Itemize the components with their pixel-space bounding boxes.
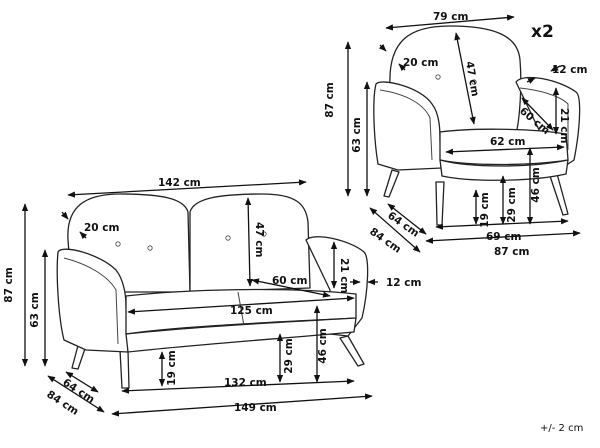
armchair-leg-height-label: 19 cm	[479, 192, 491, 227]
armchair-left-arm	[373, 81, 443, 171]
armchair-arm-width-label: 12 cm	[552, 64, 587, 76]
sofa-width-top-label: 142 cm	[158, 177, 201, 189]
tolerance-note: +/- 2 cm	[540, 423, 583, 434]
armchair-base	[439, 159, 569, 181]
sofa-total-height-label: 87 cm	[3, 267, 15, 302]
sofa-button	[225, 235, 231, 241]
sofa-seat-depth-label: 60 cm	[272, 275, 307, 287]
armchair-seat-cushion-label: 29 cm	[506, 187, 518, 222]
sofa-button	[115, 241, 121, 247]
armchair-total-width-label: 87 cm	[494, 246, 529, 258]
armchair-seat-width-label: 62 cm	[490, 136, 525, 148]
armchair-seat-height-label: 46 cm	[530, 167, 542, 202]
armchair-arm-height-label: 21 cm	[558, 108, 570, 143]
armchair-corner-radius-label: 20 cm	[403, 57, 438, 69]
sofa-leg	[119, 349, 130, 389]
armchair-leg	[435, 181, 445, 226]
armchair-button	[435, 74, 441, 80]
sofa-button	[147, 245, 153, 251]
quantity-label: x2	[531, 22, 554, 42]
sofa-leg-height-label: 19 cm	[166, 350, 178, 385]
sofa-arm-top-height-label: 63 cm	[29, 292, 41, 327]
sofa-arm-height-label: 21 cm	[338, 258, 350, 293]
armchair-total-height-label: 87 cm	[324, 82, 336, 117]
sofa-base	[125, 317, 357, 353]
sofa-seat-width-label: 125 cm	[230, 305, 273, 317]
armchair-width-top-label: 79 cm	[433, 11, 468, 23]
sofa-seat-height-label: 46 cm	[317, 328, 329, 363]
sofa-total-width-label: 149 cm	[234, 402, 277, 414]
armchair-arm-top-height-label: 63 cm	[351, 117, 363, 152]
sofa-button	[261, 231, 267, 237]
armchair-inner-depth-label: 64 cm	[385, 210, 421, 240]
sofa-back-height-label: 47 cm	[253, 222, 265, 257]
armchair-leg	[383, 169, 400, 198]
armchair-total-depth-label: 84 cm	[367, 226, 403, 256]
sofa-corner-radius-label: 20 cm	[84, 222, 119, 234]
sofa-leg	[339, 335, 365, 367]
sofa-leg-width-label: 132 cm	[224, 377, 267, 389]
sofa-arm-width-label: 12 cm	[386, 277, 421, 289]
sofa-seat-cushion-label: 29 cm	[283, 338, 295, 373]
sofa-dimensions: 142 cm 20 cm 47 cm 60 cm 21 cm 12 cm 125…	[3, 177, 421, 418]
